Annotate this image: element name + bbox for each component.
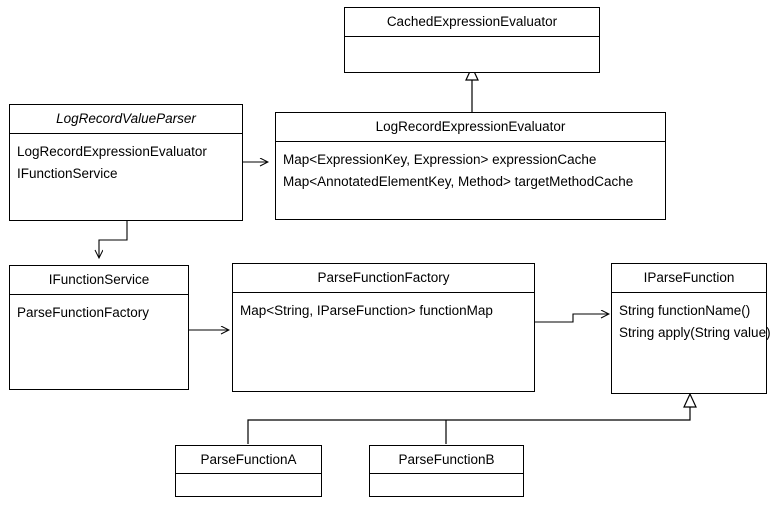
class-box-parse-function-a[interactable]: ParseFunctionA bbox=[175, 445, 322, 497]
class-box-log-record-expression-evaluator[interactable]: LogRecordExpressionEvaluator Map<Express… bbox=[275, 112, 666, 220]
class-attribute: Map<String, IParseFunction> functionMap bbox=[240, 303, 493, 318]
class-name-iparse-function: IParseFunction bbox=[612, 264, 766, 293]
class-name-cached-expression-evaluator: CachedExpressionEvaluator bbox=[345, 8, 599, 37]
class-attributes-ifunction-service: ParseFunctionFactory bbox=[10, 295, 188, 389]
edge-association-factory-to-iparse-function bbox=[535, 314, 609, 323]
class-attribute: String functionName() bbox=[619, 303, 751, 318]
class-box-log-record-value-parser[interactable]: LogRecordValueParser LogRecordExpression… bbox=[9, 104, 243, 221]
class-name-ifunction-service: IFunctionService bbox=[10, 266, 188, 295]
class-box-parse-function-b[interactable]: ParseFunctionB bbox=[369, 445, 524, 497]
class-attributes-cached-expression-evaluator bbox=[345, 37, 599, 72]
class-attribute: Map<ExpressionKey, Expression> expressio… bbox=[283, 152, 597, 167]
edge-inheritance-parse-functions bbox=[247, 392, 697, 444]
class-box-iparse-function[interactable]: IParseFunction String functionName() Str… bbox=[611, 263, 771, 394]
class-attributes-parse-function-factory: Map<String, IParseFunction> functionMap bbox=[233, 293, 534, 391]
class-box-ifunction-service[interactable]: IFunctionService ParseFunctionFactory bbox=[9, 265, 189, 390]
class-attributes-iparse-function: String functionName() String apply(Strin… bbox=[612, 293, 771, 393]
class-box-parse-function-factory[interactable]: ParseFunctionFactory Map<String, IParseF… bbox=[232, 263, 535, 392]
class-attributes-log-record-expression-evaluator: Map<ExpressionKey, Expression> expressio… bbox=[276, 142, 665, 219]
class-attribute: ParseFunctionFactory bbox=[17, 305, 150, 320]
class-attribute: Map<AnnotatedElementKey, Method> targetM… bbox=[283, 174, 634, 189]
edge-inheritance-cached-expression-evaluator bbox=[465, 65, 479, 113]
edge-association-parser-to-function-service bbox=[99, 220, 128, 258]
class-attributes-parse-function-a bbox=[176, 474, 321, 496]
class-box-cached-expression-evaluator[interactable]: CachedExpressionEvaluator bbox=[344, 7, 600, 73]
class-name-parse-function-b: ParseFunctionB bbox=[370, 446, 523, 474]
class-attribute: IFunctionService bbox=[17, 166, 118, 181]
class-name-parse-function-a: ParseFunctionA bbox=[176, 446, 321, 474]
class-attributes-log-record-value-parser: LogRecordExpressionEvaluator IFunctionSe… bbox=[10, 134, 242, 220]
class-name-parse-function-factory: ParseFunctionFactory bbox=[233, 264, 534, 293]
class-attributes-parse-function-b bbox=[370, 474, 523, 496]
class-attribute: String apply(String value) bbox=[619, 325, 771, 340]
class-name-log-record-expression-evaluator: LogRecordExpressionEvaluator bbox=[276, 113, 665, 142]
class-name-log-record-value-parser: LogRecordValueParser bbox=[10, 105, 242, 134]
class-attribute: LogRecordExpressionEvaluator bbox=[17, 144, 207, 159]
